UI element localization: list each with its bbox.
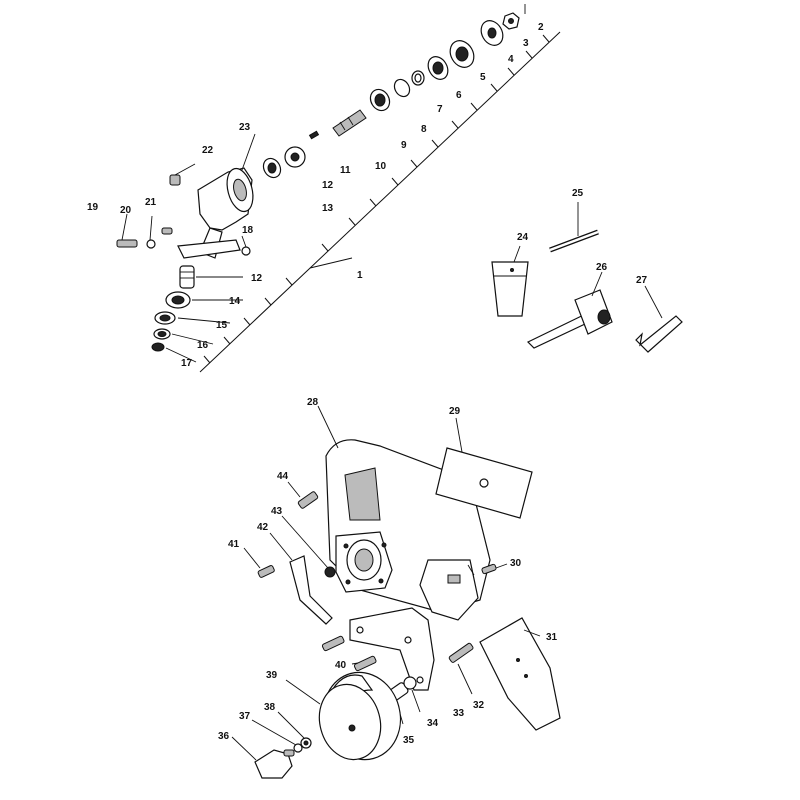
label-43: 43 (271, 506, 283, 517)
label-1: 1 (357, 270, 363, 281)
part-12-pinion (179, 265, 195, 289)
label-39: 39 (266, 670, 278, 681)
label-36: 36 (218, 731, 230, 742)
gearhead-assembly-axis (199, 31, 561, 373)
part-4-washer (449, 40, 475, 68)
part-bracket-mount (419, 559, 479, 621)
part-33-arm (349, 607, 435, 691)
part-43-nut (281, 515, 336, 578)
label-12: 12 (322, 180, 334, 191)
label-41: 41 (228, 539, 240, 550)
part-31-shield (479, 617, 561, 731)
label-42: 42 (257, 522, 269, 533)
label-20: 20 (120, 205, 132, 216)
label-15: 15 (216, 320, 228, 331)
label-25: 25 (572, 188, 584, 199)
part-43-flange-housing (335, 531, 393, 593)
label-40: 40 (335, 660, 347, 671)
part-40-bolts (321, 635, 377, 672)
label-3: 3 (523, 38, 529, 49)
label-4: 4 (508, 54, 514, 65)
part-14-bearing (165, 291, 191, 309)
label-27: 27 (636, 275, 648, 286)
part-7-ring (393, 78, 411, 98)
label-13: 13 (322, 203, 334, 214)
label-34: 34 (427, 718, 439, 729)
part-25-pin (549, 202, 599, 253)
part-17-nut (151, 342, 165, 352)
part-29-blade (435, 417, 533, 519)
label-12-lower: 12 (251, 273, 263, 284)
label-33: 33 (453, 708, 465, 719)
part-24-tool-bag (491, 245, 529, 317)
label-31: 31 (546, 632, 558, 643)
part-44-bolt (287, 481, 319, 509)
part-36-knob (231, 736, 295, 779)
label-9: 9 (401, 140, 407, 151)
part-21-screw (161, 227, 173, 235)
label-19: 19 (87, 202, 99, 213)
label-10: 10 (375, 161, 387, 172)
part-5-bearing (427, 56, 449, 80)
label-6: 6 (456, 90, 462, 101)
label-32: 32 (473, 700, 485, 711)
label-28: 28 (307, 397, 319, 408)
part-39-wheel (285, 671, 402, 761)
part-18-clamp (177, 239, 251, 259)
label-16: 16 (197, 340, 209, 351)
part-2-nut (502, 4, 526, 30)
label-29: 29 (449, 406, 461, 417)
label-2: 2 (538, 22, 544, 33)
label-26: 26 (596, 262, 608, 273)
label-14: 14 (229, 296, 241, 307)
callout-labels: 2 3 4 5 6 7 8 9 10 11 12 13 1 23 22 21 2… (87, 22, 648, 746)
part-22-screw (169, 163, 196, 186)
label-35: 35 (403, 735, 415, 746)
label-44: 44 (277, 471, 289, 482)
part-42-strap (269, 532, 333, 625)
part-20-washer (146, 239, 156, 249)
part-6-snap-ring (411, 70, 425, 86)
part-3-washer (480, 20, 504, 46)
label-38: 38 (264, 702, 276, 713)
label-18: 18 (242, 225, 254, 236)
part-19-bolt (116, 239, 138, 248)
part-26-socket-wrench (526, 271, 613, 349)
part-41-screw (243, 547, 275, 578)
part-38-washer (277, 711, 312, 749)
part-16-ring (153, 328, 171, 340)
part-12-gear (284, 146, 306, 168)
label-37: 37 (239, 711, 251, 722)
part-15-ring (154, 311, 176, 325)
label-5: 5 (480, 72, 486, 83)
part-32-bolt (448, 642, 474, 695)
label-17: 17 (181, 358, 193, 369)
label-8: 8 (421, 124, 427, 135)
part-30-screw (481, 563, 508, 575)
part-11-key (308, 130, 320, 140)
part-34-washer (403, 676, 421, 713)
part-9-shaft (332, 109, 367, 137)
label-11: 11 (340, 165, 351, 176)
part-8-bearing (369, 88, 391, 112)
part-37-washer (251, 719, 303, 753)
part-13-bearing (262, 157, 282, 179)
part-27-hex-key (635, 285, 683, 353)
label-21: 21 (145, 197, 157, 208)
label-22: 22 (202, 145, 214, 156)
label-23: 23 (239, 122, 251, 133)
label-24: 24 (517, 232, 529, 243)
label-30: 30 (510, 558, 522, 569)
label-7: 7 (437, 104, 443, 115)
